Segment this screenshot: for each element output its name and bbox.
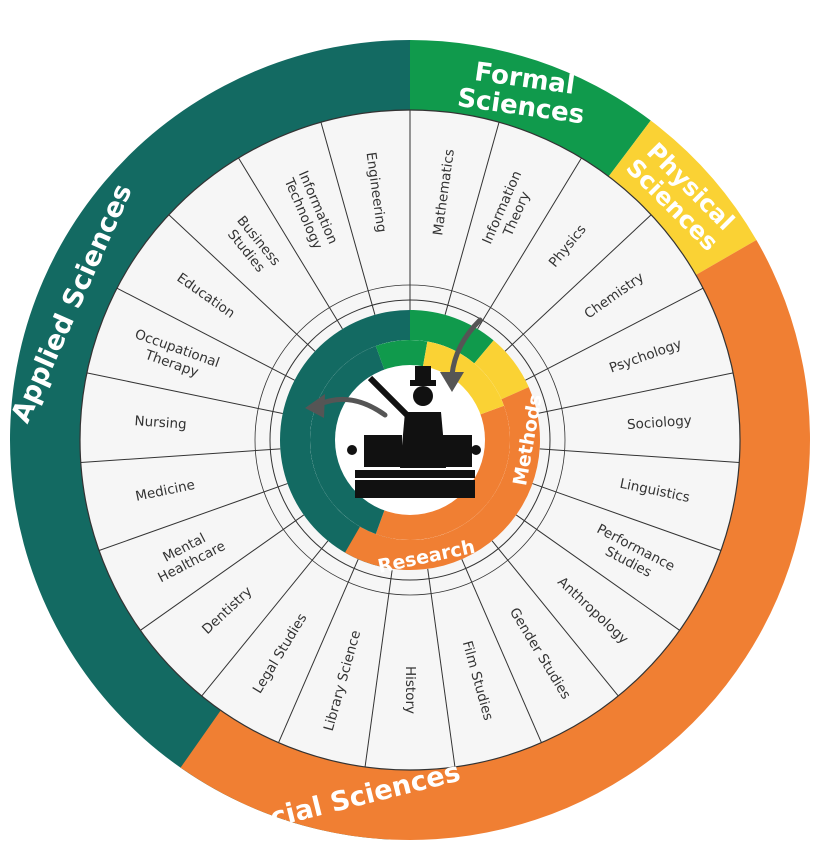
field-sociology: Sociology [627,413,693,433]
field-divider [539,448,740,464]
field-divider [320,122,376,315]
inner-ring-social [345,387,541,570]
field-dividers [80,110,740,767]
field-divider [532,483,722,551]
inner-ring-formal [410,310,494,364]
desk-lamp-right [471,445,481,455]
field-label-line: Nursing [134,413,187,433]
desk-front [355,480,475,498]
field-divider [364,568,393,767]
field-divider [140,514,305,631]
core-arc-physical [420,341,504,420]
field-divider [238,157,343,330]
field-nursing: Nursing [134,413,187,433]
category-band [10,40,810,840]
desk-top [355,470,475,478]
field-divider [515,514,680,631]
inner-ring-applied [279,310,415,569]
head [413,386,433,406]
band-applied [10,40,411,840]
right-monitor [434,435,472,467]
arrow-down-icon [449,317,483,378]
raised-arm [367,375,411,419]
field-divider [201,540,329,697]
field-divider [477,157,582,330]
field-divider [504,214,652,352]
band-physical [608,120,757,275]
inner-category-ring [279,310,541,570]
field-label-line: Sociology [627,413,693,433]
researcher-at-desk-icon [347,366,481,498]
field-divider [461,559,542,743]
arrowhead-left-icon [305,394,325,418]
field-divider [168,214,316,352]
field-divider [80,448,281,464]
field-divider [427,568,456,767]
field-divider [116,287,295,381]
arrowhead-down-icon [440,372,464,392]
band-social [180,240,810,840]
field-divider [525,287,704,381]
field-divider [444,122,500,315]
desk-lamp-left [347,445,357,455]
left-monitor [364,435,402,467]
field-divider [491,540,619,697]
top-hat-crown [415,366,431,381]
inner-ring-physical [474,340,529,400]
band-formal [410,40,651,177]
field-divider [98,483,288,551]
field-label-line: History [402,666,418,714]
top-hat-brim [410,380,436,386]
field-divider [278,559,359,743]
field-history: History [402,666,418,714]
field-divider [86,372,283,415]
field-divider [537,372,734,415]
